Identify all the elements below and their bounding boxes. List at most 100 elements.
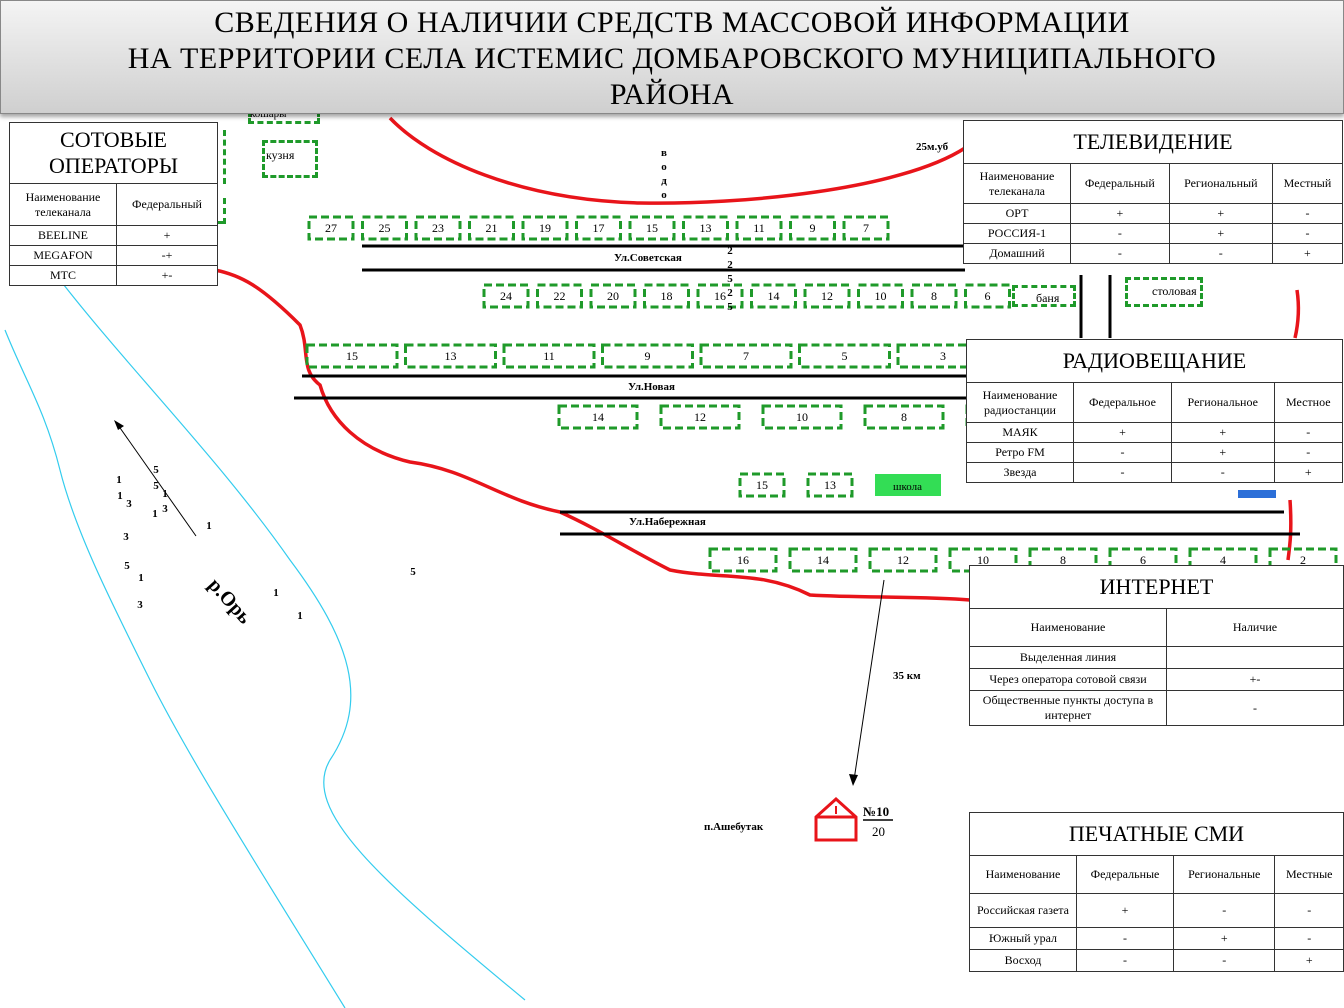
blue-marker — [1238, 490, 1276, 498]
house-plot — [659, 404, 741, 430]
school-building — [875, 474, 941, 496]
house-plot-number: 9 — [810, 221, 816, 235]
press-cell: Восход — [969, 949, 1077, 972]
press-cell: - — [1076, 949, 1174, 972]
tv-header-federal: Федеральный — [1070, 163, 1170, 204]
river-bank-east — [59, 279, 526, 1001]
press-cell: + — [1076, 893, 1174, 928]
house-plot-number: 5 — [842, 349, 848, 363]
house-plot — [361, 215, 408, 241]
plot-kuznya — [262, 140, 318, 178]
cellular-cell: BEELINE — [9, 225, 117, 246]
house-plot — [521, 215, 569, 241]
house-plot-number: 6 — [985, 289, 991, 303]
press-table: ПЕЧАТНЫЕ СМИ Наименование Федеральные Ре… — [969, 812, 1344, 972]
label-shkola: школа — [893, 481, 922, 493]
house-plot — [628, 215, 676, 241]
label-distance-35: 35 км — [893, 670, 921, 682]
internet-caption: ИНТЕРНЕТ — [969, 565, 1344, 609]
radio-table: РАДИОВЕЩАНИЕ Наименование радиостанции Ф… — [966, 339, 1344, 483]
radio-cell: МАЯК — [966, 422, 1074, 443]
radio-cell: Ретро FM — [966, 442, 1074, 463]
house-plot-number: 16 — [737, 553, 749, 567]
river-mark: 5 — [153, 464, 159, 476]
internet-header-name: Наименование — [969, 608, 1167, 647]
river-flow-arrow — [117, 424, 197, 537]
house-plot — [761, 404, 843, 430]
house-plot-number: 27 — [325, 221, 337, 235]
tv-header-regional: Региональный — [1168, 163, 1273, 204]
house-plot-number: 4 — [1220, 553, 1226, 567]
label-banya: баня — [1036, 291, 1060, 305]
radio-header-regional: Региональное — [1170, 382, 1275, 423]
tv-cell: - — [1271, 203, 1344, 224]
house-plot-number: 13 — [824, 478, 836, 492]
village-boundary-north — [388, 116, 966, 205]
title-banner: СВЕДЕНИЯ О НАЛИЧИИ СРЕДСТВ МАССОВОЙ ИНФО… — [0, 0, 1344, 114]
river-flow-arrow-head — [114, 420, 124, 430]
label-distance-25: 25м.уб — [916, 141, 949, 153]
tv-cell: Домашний — [963, 243, 1071, 264]
house-plot-number: 10 — [977, 553, 989, 567]
tv-header-name: Наименование телеканала — [963, 163, 1071, 204]
press-header-name: Наименование — [969, 855, 1077, 894]
distance-arrow — [853, 579, 885, 781]
river-mark: 5 — [124, 560, 130, 572]
house-plot — [536, 283, 583, 309]
plot-edge-2 — [214, 198, 226, 224]
tv-cell: + — [1168, 223, 1273, 244]
house-plot-number: 6 — [1140, 553, 1146, 567]
press-cell: - — [1274, 927, 1344, 950]
cellular-table: СОТОВЫЕ ОПЕРАТОРЫ Наименование телеканал… — [9, 122, 218, 286]
river-bank-west — [4, 329, 346, 1008]
house-plot-number: 8 — [931, 289, 937, 303]
title-line-1: СВЕДЕНИЯ О НАЛИЧИИ СРЕДСТВ МАССОВОЙ ИНФО… — [214, 6, 1130, 39]
house-plot — [868, 547, 938, 573]
cellular-header-federal: Федеральный — [116, 183, 218, 226]
house-plot — [557, 404, 639, 430]
house-plot-number: 18 — [661, 289, 673, 303]
house-plot — [643, 283, 690, 309]
house-plot — [699, 343, 793, 369]
house-plot-number: 10 — [875, 289, 887, 303]
press-caption: ПЕЧАТНЫЕ СМИ — [969, 812, 1344, 856]
river-mark: 1 — [138, 572, 144, 584]
house-plot — [682, 215, 729, 241]
tv-cell: + — [1168, 203, 1273, 224]
distance-arrow-head — [849, 774, 858, 786]
house-plot — [601, 343, 694, 369]
tv-cell: - — [1271, 223, 1344, 244]
house-plot-number: 15 — [346, 349, 358, 363]
internet-header-available: Наличие — [1166, 608, 1344, 647]
house-plot-number: 22 — [554, 289, 566, 303]
house-plot — [708, 547, 778, 573]
radio-header-federal: Федеральное — [1073, 382, 1172, 423]
house-plot — [735, 215, 783, 241]
river-mark: 1 — [206, 520, 212, 532]
cellular-header-name: Наименование телеканала — [9, 183, 117, 226]
label-street-naberezhnaya: Ул.Набережная — [629, 516, 706, 528]
house-plot-number: 20 — [607, 289, 619, 303]
tv-caption: ТЕЛЕВИДЕНИЕ — [963, 120, 1343, 164]
press-cell: - — [1172, 893, 1276, 928]
label-village: п.Ашебутак — [704, 821, 764, 833]
river-mark: 3 — [162, 503, 168, 515]
house-plot — [307, 215, 355, 241]
house-plot-number: 3 — [940, 349, 946, 363]
river-mark: 1 — [117, 490, 123, 502]
house-plot — [788, 547, 858, 573]
press-header-regional: Региональные — [1172, 855, 1276, 894]
house-plot-number: 9 — [645, 349, 651, 363]
house-plots — [305, 215, 1338, 573]
village-boundary-east — [1293, 289, 1301, 339]
label-street-sovetskaya: Ул.Советская — [614, 252, 682, 264]
river-mark: 3 — [123, 531, 129, 543]
plot-banya — [1012, 285, 1076, 307]
village-boundary-west — [214, 268, 971, 602]
internet-cell: Выделенная линия — [969, 646, 1167, 669]
house-plot-number: 7 — [863, 221, 869, 235]
house-plot — [863, 404, 945, 430]
